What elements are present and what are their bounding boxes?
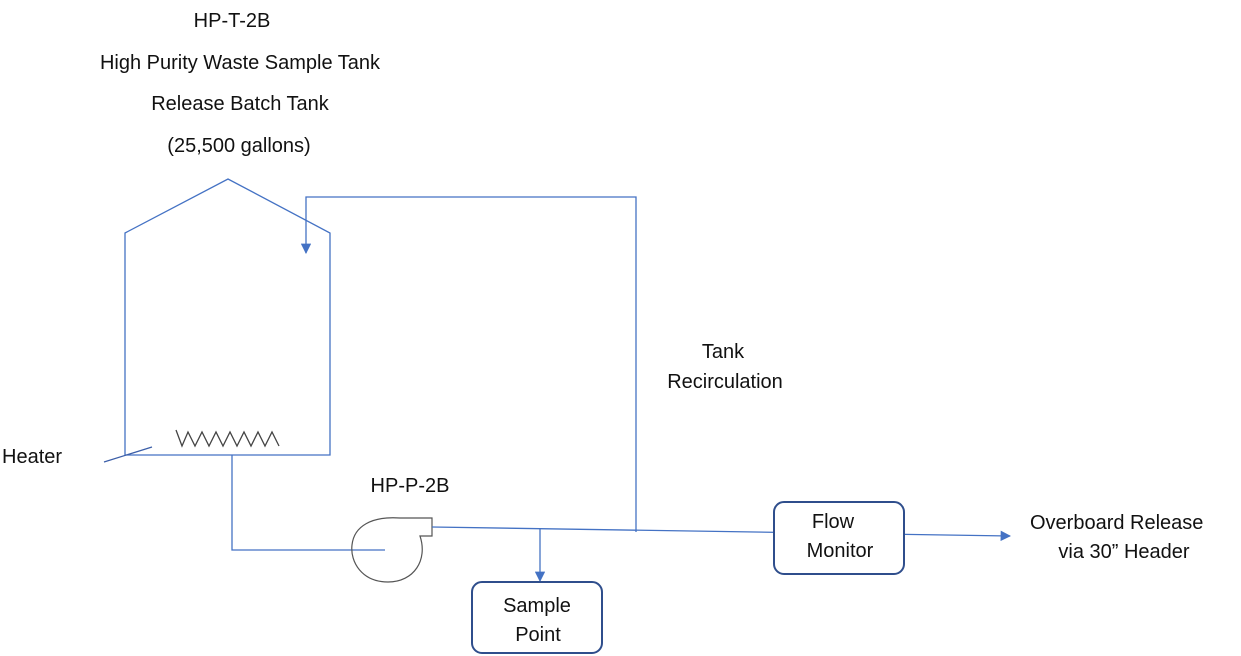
pump-label: HP-P-2B — [371, 475, 450, 497]
recirculation-line — [300, 196, 637, 532]
tank-name-label: High Purity Waste Sample Tank — [100, 52, 381, 74]
flow-monitor-label-line1: Flow — [812, 511, 855, 533]
flow-monitor-label-line2: Monitor — [807, 540, 874, 562]
pump-hp-p-2b — [351, 517, 433, 583]
sample-point-box — [471, 581, 603, 654]
flow-monitor-box — [773, 501, 905, 575]
overboard-release-label-line1: Overboard Release — [1030, 512, 1203, 534]
tank-id-label: HP-T-2B — [194, 10, 271, 32]
tank-role-label: Release Batch Tank — [151, 93, 330, 115]
tank-capacity-label: (25,500 gallons) — [167, 135, 310, 157]
discharge-line — [431, 526, 1012, 542]
heater-element — [175, 429, 280, 448]
tank-outline — [124, 178, 331, 456]
sample-point-label-line1: Sample — [503, 595, 571, 617]
heater-leader-line — [103, 446, 153, 463]
overboard-release-label-line2: via 30” Header — [1058, 541, 1190, 563]
recirculation-label-line1: Tank — [702, 341, 745, 363]
heater-label: Heater — [2, 446, 62, 468]
sample-point-label-line2: Point — [515, 624, 561, 646]
recirculation-label-line2: Recirculation — [667, 371, 783, 393]
pump-suction-line — [231, 455, 385, 551]
